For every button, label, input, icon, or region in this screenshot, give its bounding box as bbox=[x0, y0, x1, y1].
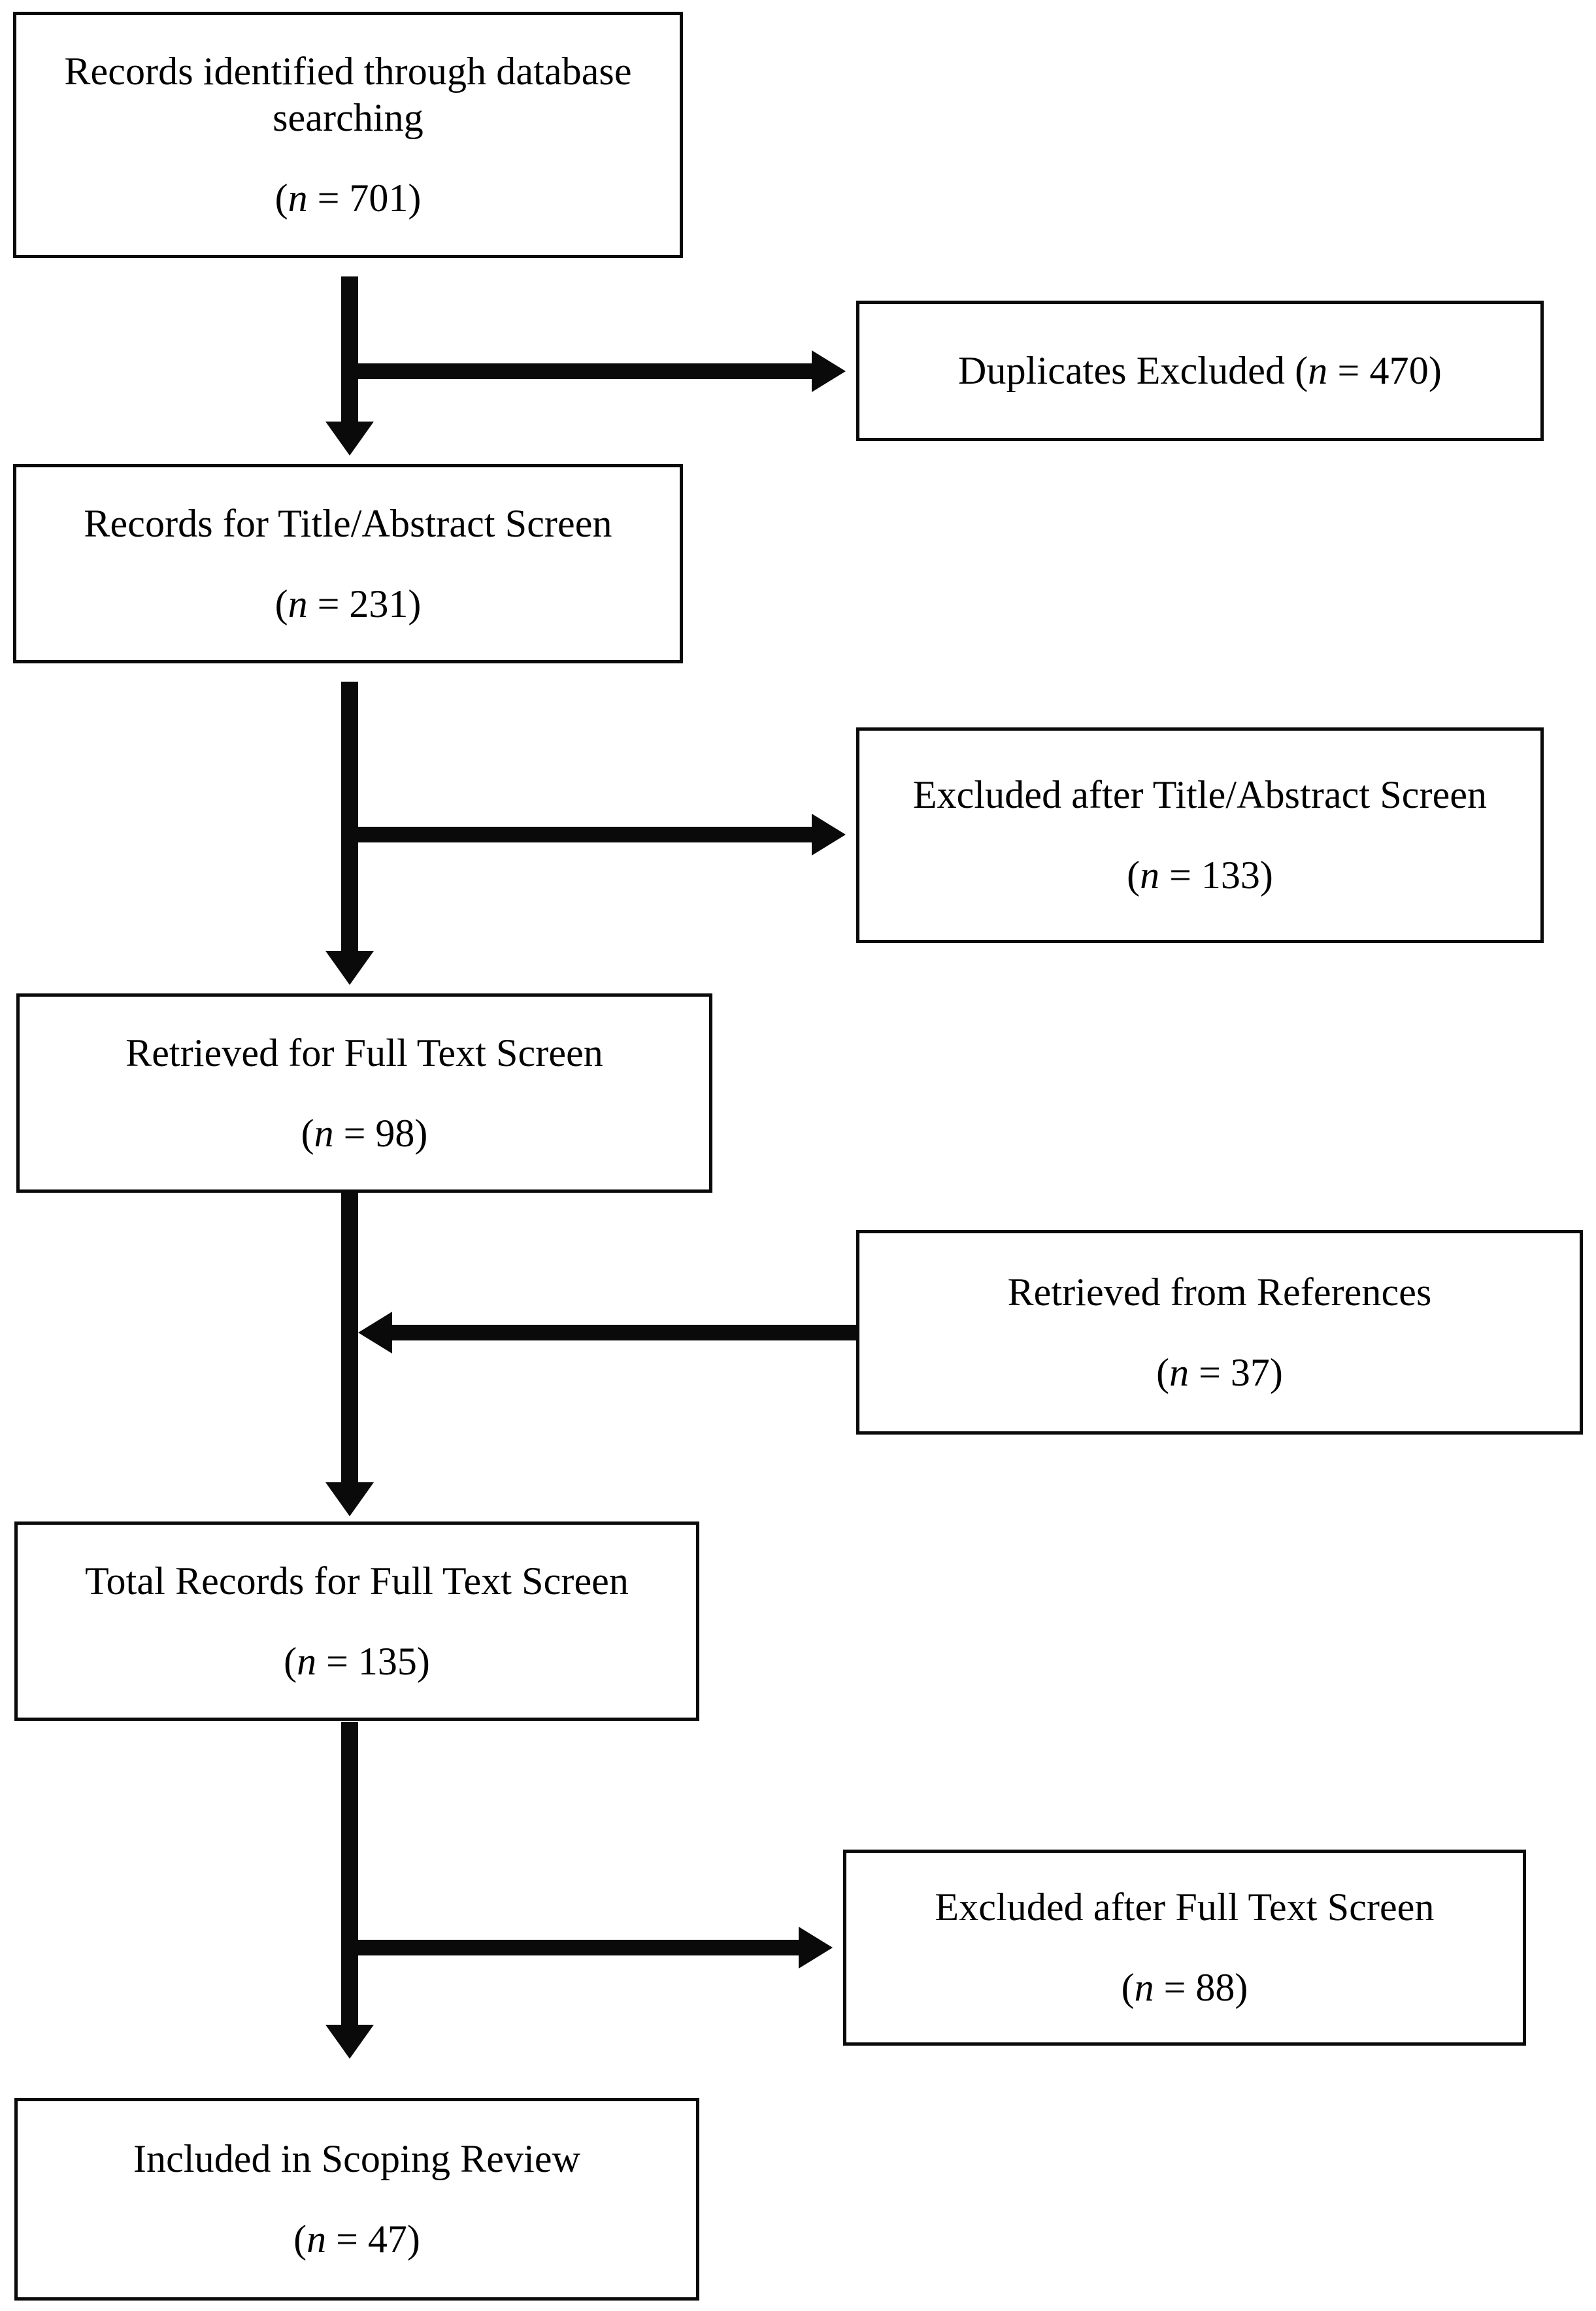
node-duplicates-excluded: Duplicates Excluded (n = 470) bbox=[856, 301, 1544, 441]
node-retrieved-full-text-count: (n = 98) bbox=[301, 1111, 428, 1155]
node-records-identified-count: (n = 701) bbox=[274, 176, 422, 220]
connector-identified-to-screen bbox=[341, 276, 358, 427]
node-excluded-full-text-count: (n = 88) bbox=[1121, 1966, 1248, 2009]
connector-fulltext-to-total bbox=[341, 1193, 358, 1487]
connector-references-to-stem bbox=[392, 1325, 856, 1340]
node-total-full-text-label: Total Records for Full Text Screen bbox=[84, 1559, 629, 1603]
node-retrieved-full-text-label: Retrieved for Full Text Screen bbox=[125, 1031, 603, 1074]
node-retrieved-full-text: Retrieved for Full Text Screen (n = 98) bbox=[16, 993, 712, 1193]
node-excluded-full-text-label: Excluded after Full Text Screen bbox=[935, 1886, 1435, 1929]
node-retrieved-references-count: (n = 37) bbox=[1156, 1350, 1283, 1394]
arrow-right-to-excluded-title-abstract bbox=[812, 814, 846, 856]
node-excluded-title-abstract: Excluded after Title/Abstract Screen (n … bbox=[856, 727, 1544, 943]
node-excluded-title-abstract-count: (n = 133) bbox=[1127, 854, 1273, 897]
arrow-right-to-excluded-full-text bbox=[799, 1927, 833, 1969]
node-total-full-text: Total Records for Full Text Screen (n = … bbox=[14, 1521, 699, 1721]
arrow-left-references-to-stem bbox=[358, 1312, 392, 1354]
node-records-identified-label-line1: Records identified through database bbox=[64, 50, 632, 93]
node-included-scoping-review-label: Included in Scoping Review bbox=[133, 2137, 581, 2181]
node-records-identified: Records identified through database sear… bbox=[13, 12, 683, 258]
connector-to-excluded-title-abstract bbox=[358, 827, 816, 842]
node-retrieved-references-label: Retrieved from References bbox=[1007, 1270, 1432, 1314]
connector-to-duplicates bbox=[358, 363, 816, 379]
node-total-full-text-count: (n = 135) bbox=[284, 1639, 430, 1683]
node-included-scoping-review-count: (n = 47) bbox=[293, 2218, 420, 2261]
node-included-scoping-review: Included in Scoping Review (n = 47) bbox=[14, 2098, 699, 2301]
node-records-identified-label-line2: searching bbox=[273, 96, 424, 140]
node-excluded-title-abstract-label: Excluded after Title/Abstract Screen bbox=[912, 773, 1488, 817]
node-duplicates-excluded-label: Duplicates Excluded (n = 470) bbox=[958, 349, 1442, 393]
connector-to-excluded-full-text bbox=[358, 1940, 803, 1955]
node-title-abstract-screen-count: (n = 231) bbox=[274, 582, 422, 625]
node-title-abstract-screen: Records for Title/Abstract Screen (n = 2… bbox=[13, 464, 683, 663]
arrow-down-fulltext-to-total bbox=[325, 1482, 374, 1516]
node-excluded-full-text: Excluded after Full Text Screen (n = 88) bbox=[843, 1850, 1526, 2046]
arrow-down-total-to-included bbox=[325, 2025, 374, 2059]
node-retrieved-references: Retrieved from References (n = 37) bbox=[856, 1230, 1583, 1435]
arrow-right-to-duplicates bbox=[812, 350, 846, 392]
arrow-down-identified-to-screen bbox=[325, 422, 374, 456]
node-title-abstract-screen-label: Records for Title/Abstract Screen bbox=[84, 501, 612, 545]
connector-total-to-included bbox=[341, 1722, 358, 2029]
connector-screen-to-fulltext bbox=[341, 682, 358, 956]
arrow-down-screen-to-fulltext bbox=[325, 951, 374, 985]
